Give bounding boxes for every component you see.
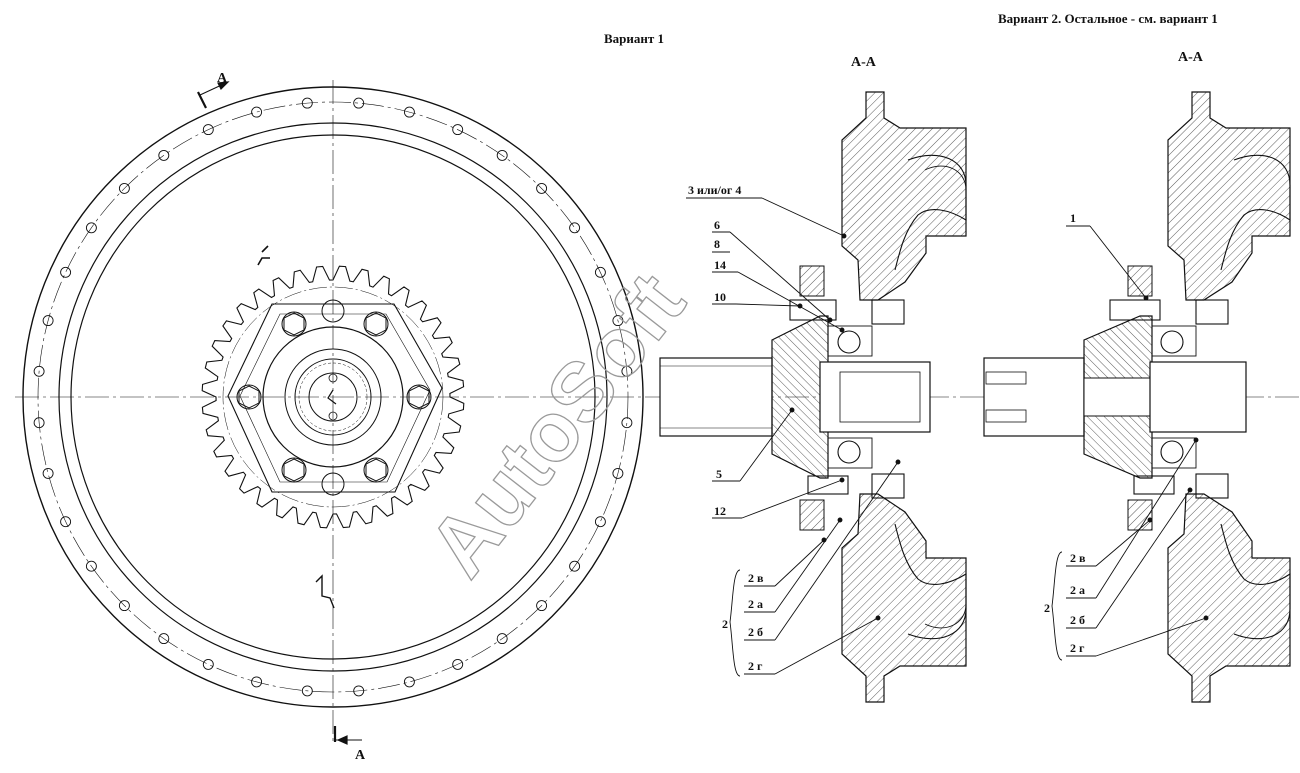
flange-bolt-hole: [158, 633, 170, 645]
callout-5: 5: [716, 467, 722, 481]
flange-bolt-holes: [33, 97, 633, 697]
flange-bolt-hole: [42, 467, 54, 479]
flange-lower: [841, 493, 967, 703]
flange-bolt-hole: [612, 315, 624, 327]
housing-circle-1: [58, 122, 608, 672]
hex-flange-plate: [227, 303, 443, 493]
flange-bolt-hole: [301, 685, 313, 697]
flange-bolt-hole: [85, 560, 97, 572]
callout-2g: 2 г: [748, 659, 763, 673]
flange-bolt-hole: [569, 560, 581, 572]
gear-teeth: [201, 265, 465, 529]
callout-10: 10: [714, 290, 726, 304]
shaft-flange: [771, 315, 829, 479]
flange-bolt-hole: [569, 222, 581, 234]
flange-bolt-hole: [621, 417, 633, 429]
front-view: [15, 80, 1300, 745]
plate-bolts: [236, 299, 432, 496]
bolt-circle: [37, 101, 629, 693]
flange-bolt-hole: [452, 658, 464, 670]
callout-2v: 2 в: [748, 571, 764, 585]
front-view-labels: A A: [217, 71, 366, 763]
callout-2v-v2: 2 в: [1070, 551, 1086, 565]
flange-bolt-hole: [158, 149, 170, 161]
callout-1-v2: 1: [1070, 211, 1076, 225]
outer-flange-circle: [22, 86, 644, 708]
shaft2-spline: [983, 357, 1085, 437]
flange-bolt-hole: [301, 97, 313, 109]
flange-bolt-hole: [353, 97, 365, 109]
callout-12: 12: [714, 504, 726, 518]
flange-bolt-hole: [202, 124, 214, 136]
flange-upper: [841, 91, 967, 301]
watermark-text: AutoSoft: [410, 256, 702, 593]
section-mark-top: A: [217, 71, 228, 86]
flange-bolt-hole: [118, 600, 130, 612]
callout-3-or-4: 3 или/ог 4: [688, 183, 741, 197]
shaft-spline: [659, 357, 773, 437]
flange-bolt-hole: [251, 106, 263, 118]
section-titles: A-A A-A: [851, 50, 1204, 70]
callout-2a-v2: 2 а: [1070, 583, 1085, 597]
flange-bolt-hole: [118, 182, 130, 194]
flange-bolt-hole: [60, 516, 72, 528]
callout-2-v2: 2: [1044, 601, 1050, 615]
flange-bolt-hole: [353, 685, 365, 697]
sleeve: [819, 361, 931, 433]
flange-bolt-hole: [536, 600, 548, 612]
callout-2g-v2: 2 г: [1070, 641, 1085, 655]
flange-bolt-hole: [403, 676, 415, 688]
callout-2a: 2 а: [748, 597, 763, 611]
flange-bolt-hole: [33, 365, 45, 377]
flange-bolt-hole: [496, 633, 508, 645]
flange-bolt-hole: [496, 149, 508, 161]
callout-2: 2: [722, 617, 728, 631]
callout-8: 8: [714, 237, 720, 251]
flange-bolt-hole: [403, 106, 415, 118]
callout-2b: 2 б: [748, 625, 763, 639]
variant-1-title: Вариант 1: [604, 31, 665, 46]
flange-bolt-hole: [42, 315, 54, 327]
flange-bolt-hole: [452, 124, 464, 136]
callout-6: 6: [714, 218, 720, 232]
callout-14: 14: [714, 258, 726, 272]
flange-bolt-hole: [60, 266, 72, 278]
gear-pitch-circle: [222, 286, 444, 508]
housing-circle-2: [70, 134, 596, 660]
flange2-upper: [1167, 91, 1291, 301]
flange-bolt-hole: [85, 222, 97, 234]
section-title-2: A-A: [1178, 50, 1204, 65]
flange2-lower: [1167, 493, 1291, 703]
flange-bolt-hole: [594, 266, 606, 278]
section-title-1: A-A: [851, 55, 877, 70]
section-cut-line-top: [197, 91, 207, 109]
section-view-1: [659, 91, 967, 703]
flange-bolt-hole: [251, 676, 263, 688]
leader-lines: [686, 197, 1209, 677]
flange-bolt-hole: [536, 182, 548, 194]
flange-bolt-hole: [202, 658, 214, 670]
part-callouts: 3 или/ог 4 6 8 14 10 5 12 2 2 в 2 а 2 б …: [688, 183, 1086, 673]
section-mark-bottom: A: [355, 748, 366, 763]
callout-2b-v2: 2 б: [1070, 613, 1085, 627]
section-view-2: [983, 91, 1291, 703]
flange-bolt-hole: [594, 516, 606, 528]
variant-2-title: Вариант 2. Остальное - см. вариант 1: [998, 11, 1218, 26]
flange-bolt-hole: [621, 365, 633, 377]
flange-bolt-hole: [612, 467, 624, 479]
hub-ring-outer: [262, 326, 404, 468]
flange-bolt-hole: [33, 417, 45, 429]
